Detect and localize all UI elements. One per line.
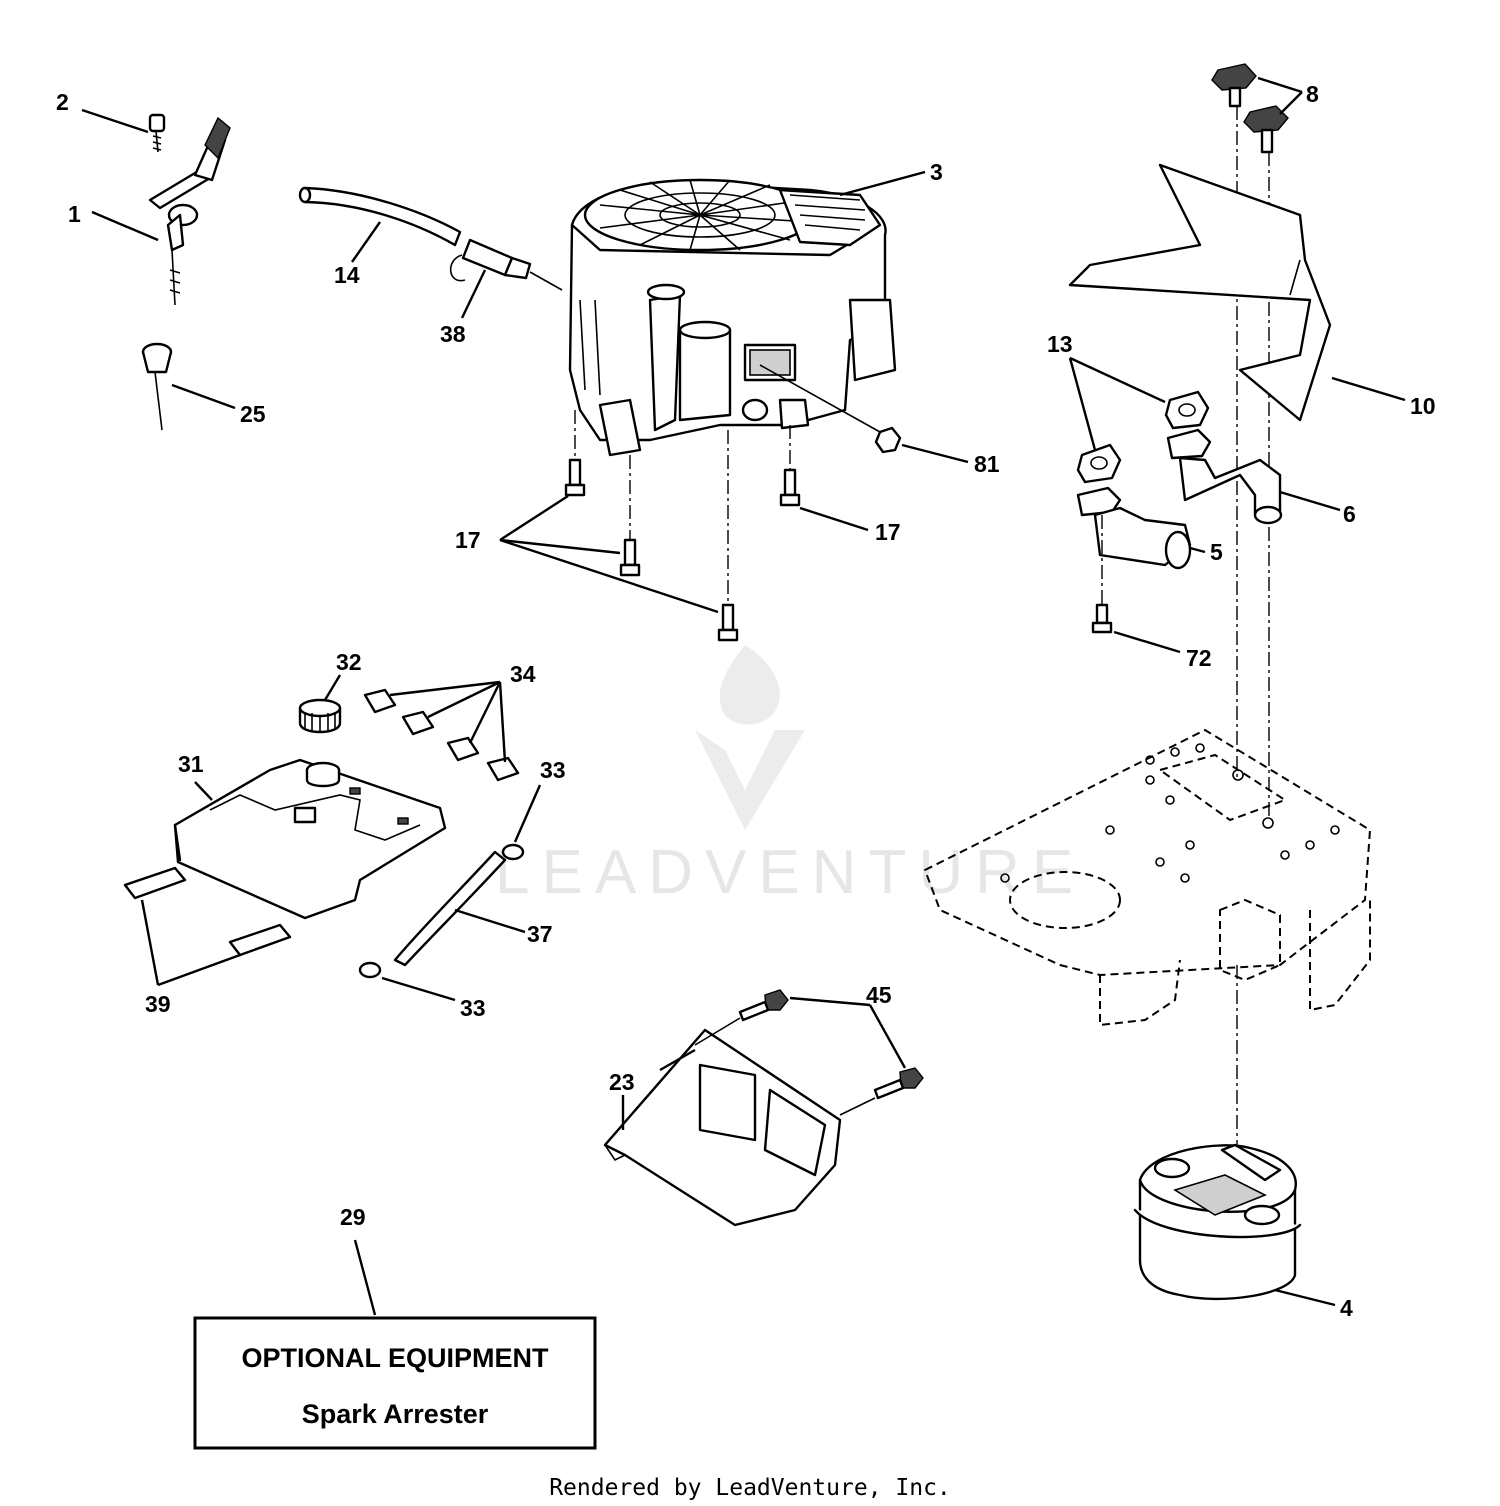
part-cap[interactable] [298, 698, 342, 734]
optional-equipment-subtitle: Spark Arrester [302, 1399, 489, 1429]
part-bolt-72[interactable] [1091, 515, 1113, 634]
callout-38: 38 [440, 321, 466, 347]
part-bolts[interactable] [564, 410, 801, 642]
part-shield-plate[interactable] [603, 1017, 876, 1227]
callout-10: 10 [1410, 393, 1436, 419]
part-fuel-hose[interactable] [298, 186, 462, 247]
callout-39: 39 [145, 991, 171, 1017]
callout-5: 5 [1210, 539, 1223, 565]
part-screws[interactable] [738, 989, 924, 1100]
part-engine[interactable] [568, 178, 897, 457]
part-fuel-line[interactable] [393, 850, 507, 967]
callout-33-top: 33 [540, 757, 566, 783]
callout-81: 81 [974, 451, 1000, 477]
callout-17-right: 17 [875, 519, 901, 545]
part-exhaust-pipe-6[interactable] [1166, 428, 1283, 525]
callout-37: 37 [527, 921, 553, 947]
part-exhaust-gaskets[interactable] [1076, 390, 1210, 484]
callout-2: 2 [56, 89, 69, 115]
callout-32: 32 [336, 649, 362, 675]
part-fuel-tank[interactable] [173, 758, 447, 920]
optional-equipment-box: OPTIONAL EQUIPMENT Spark Arrester [193, 1316, 597, 1450]
callout-1: 1 [68, 201, 81, 227]
part-muffler[interactable] [1133, 965, 1302, 1301]
watermark-text: LEADVENTURE [495, 838, 1085, 907]
callout-17-left: 17 [455, 527, 481, 553]
callout-13: 13 [1047, 331, 1073, 357]
callout-29: 29 [340, 1204, 366, 1230]
callout-4: 4 [1340, 1295, 1353, 1321]
part-fuel-filter[interactable] [449, 238, 563, 291]
callout-45: 45 [866, 982, 892, 1008]
callout-31: 31 [178, 751, 204, 777]
callout-72: 72 [1186, 645, 1212, 671]
part-tank-pads[interactable] [123, 866, 292, 957]
part-mounting-knobs[interactable] [1211, 63, 1289, 820]
part-throttle-control[interactable] [148, 113, 231, 306]
optional-equipment-title: OPTIONAL EQUIPMENT [241, 1343, 549, 1373]
callout-23: 23 [609, 1069, 635, 1095]
part-pads[interactable] [363, 688, 520, 782]
part-clamps[interactable] [358, 843, 525, 979]
callout-14: 14 [334, 262, 360, 288]
callout-25: 25 [240, 401, 266, 427]
part-exhaust-pipe-5[interactable] [1076, 486, 1192, 570]
part-frame [923, 728, 1372, 1027]
callout-6: 6 [1343, 501, 1356, 527]
callout-3: 3 [930, 159, 943, 185]
callout-8: 8 [1306, 81, 1319, 107]
part-choke-knob[interactable] [141, 342, 173, 431]
part-heat-shield[interactable] [1068, 163, 1332, 422]
part-nut[interactable] [759, 364, 902, 454]
callout-34: 34 [510, 661, 536, 687]
footer-credit: Rendered by LeadVenture, Inc. [549, 1475, 951, 1501]
watermark: LEADVENTURE [495, 645, 1085, 907]
callout-33-bottom: 33 [460, 995, 486, 1021]
